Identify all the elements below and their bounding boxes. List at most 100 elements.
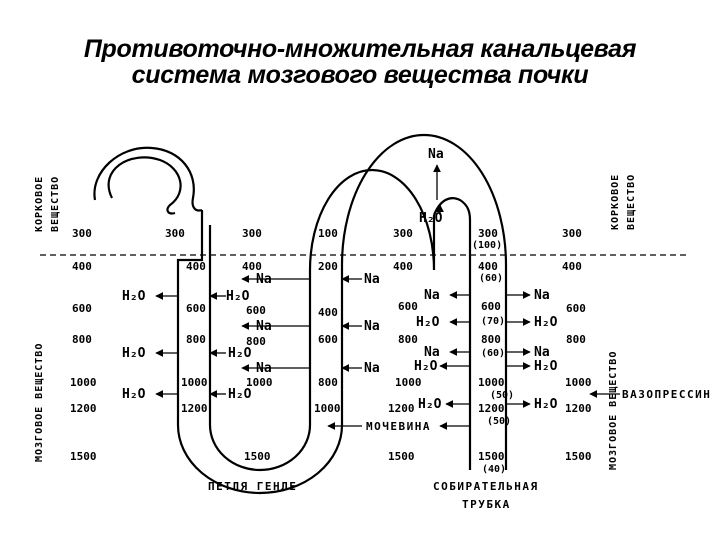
osmolarity-value: 400: [318, 306, 338, 319]
water-label: H₂O: [414, 359, 438, 374]
osmolarity-value: 1500: [70, 450, 97, 463]
osmolarity-value: 1500: [478, 450, 505, 463]
collecting-duct-label-2: ТРУБКА: [462, 498, 511, 511]
na-top-label: Na: [428, 147, 444, 162]
middle-interstitium-values: 300 400 600 800 1000 1200: [388, 227, 422, 415]
osmolarity-value: 600: [481, 300, 501, 313]
osmolarity-value: 1000: [314, 402, 341, 415]
water-efflux-descending: H₂O H₂O H₂O: [122, 289, 178, 402]
water-label: H₂O: [228, 387, 252, 402]
middle-bottom-value: 1500: [388, 450, 415, 463]
osmolarity-value: 600: [246, 304, 266, 317]
water-top-label: H₂O: [419, 211, 443, 226]
osmolarity-value: 1000: [246, 376, 273, 389]
osmolarity-value: 300: [478, 227, 498, 240]
osmolarity-value: 400: [478, 260, 498, 273]
osmolarity-value: 800: [246, 335, 266, 348]
cortex-left-label-1: КОРКОВОЕ: [34, 176, 45, 232]
na-label: Na: [424, 345, 440, 360]
osmolarity-value: 1200: [478, 402, 505, 415]
osmolarity-value: 800: [398, 333, 418, 346]
collecting-duct-label-1: СОБИРАТЕЛЬНАЯ: [433, 480, 539, 493]
water-label: H₂O: [534, 397, 558, 412]
cortex-right-label-2: ВЕЩЕСТВО: [626, 174, 637, 230]
osmolarity-value: 400: [186, 260, 206, 273]
na-label: Na: [364, 319, 380, 334]
osmolarity-value: 800: [72, 333, 92, 346]
duct-left-exchange: Na H₂O Na H₂O H₂O: [414, 288, 470, 412]
right-interstitium-values: 300 400 600 800 1000 1200 1500: [562, 227, 592, 463]
na-label: Na: [364, 272, 380, 287]
na-label: Na: [364, 361, 380, 376]
cortex-left-label-2: ВЕЩЕСТВО: [50, 176, 61, 232]
bowman-capsule: [107, 156, 182, 215]
na-label: Na: [424, 288, 440, 303]
loop-of-henle-inner: [208, 168, 436, 472]
na-label: Na: [534, 345, 550, 360]
cortex-right-label-1: КОРКОВОЕ: [610, 174, 621, 230]
osmolarity-value: 600: [186, 302, 206, 315]
osmolarity-value: 1500: [565, 450, 592, 463]
osmolarity-value: 400: [72, 260, 92, 273]
page-title-line-2: система мозгового вещества почки: [131, 61, 589, 89]
osmolarity-value: 800: [481, 333, 501, 346]
duct-right-exchange: Na H₂O Na H₂O H₂O: [506, 288, 558, 412]
osmolarity-paren-value: (60): [481, 348, 505, 359]
water-label: H₂O: [534, 315, 558, 330]
loop-of-henle-outer: [176, 133, 508, 495]
osmolarity-value: 300: [242, 227, 262, 240]
loop-bottom-value: 1500: [244, 450, 271, 463]
water-into-interstitium: H₂O H₂O H₂O: [209, 289, 252, 402]
osmolarity-value: 1000: [70, 376, 97, 389]
page-title-line-1: Противоточно-множительная канальцевая: [83, 35, 637, 63]
osmolarity-value: 1200: [388, 402, 415, 415]
osmolarity-value: 800: [566, 333, 586, 346]
osmolarity-value: 600: [72, 302, 92, 315]
medulla-left-label: МОЗГОВОЕ ВЕЩЕСТВО: [34, 343, 45, 462]
na-label: Na: [534, 288, 550, 303]
osmolarity-value: 1000: [395, 376, 422, 389]
osmolarity-value: 400: [242, 260, 262, 273]
descending-limb-values: 300 400 600 800 1000 1200: [165, 227, 208, 415]
water-label: H₂O: [122, 289, 146, 304]
osmolarity-value: 600: [318, 333, 338, 346]
osmolarity-value: 1200: [565, 402, 592, 415]
osmolarity-value: 1000: [565, 376, 592, 389]
water-label: H₂O: [418, 397, 442, 412]
osmolarity-value: 1000: [478, 376, 505, 389]
water-label: H₂O: [226, 289, 250, 304]
collecting-duct-values: 300 (100) 400 (60) 600 (70) 800 (60) 100…: [472, 227, 514, 475]
osmolarity-value: 300: [393, 227, 413, 240]
medulla-right-label: МОЗГОВОЕ ВЕЩЕСТВО: [608, 351, 619, 470]
tubule-walls: [93, 133, 508, 495]
left-interstitium-values: 300 400 600 800 1000 1200 1500: [70, 227, 97, 463]
water-label: H₂O: [534, 359, 558, 374]
osmolarity-value: 800: [318, 376, 338, 389]
osmolarity-value: 800: [186, 333, 206, 346]
ascending-limb-values: 100 200 400 600 800 1000: [314, 227, 341, 415]
osmolarity-value: 300: [165, 227, 185, 240]
osmolarity-value: 300: [72, 227, 92, 240]
urea-label: МОЧЕВИНА: [366, 420, 431, 433]
osmolarity-value: 400: [393, 260, 413, 273]
osmolarity-paren-value: (70): [481, 316, 505, 327]
descending-interstitium-values: 300 400 600 800 1000: [242, 227, 273, 389]
osmolarity-paren-value: (60): [479, 273, 503, 284]
osmolarity-paren-value: (100): [472, 240, 502, 251]
vasopressin-label: ВАЗОПРЕССИН: [622, 388, 711, 401]
osmolarity-value: 400: [562, 260, 582, 273]
na-efflux-ascending: Na Na Na Na Na Na: [241, 272, 380, 376]
osmolarity-paren-value: (50): [487, 416, 511, 427]
water-label: H₂O: [416, 315, 440, 330]
osmolarity-value: 100: [318, 227, 338, 240]
osmolarity-paren-value: (50): [490, 390, 514, 401]
loop-of-henle-label: ПЕТЛЯ ГЕНЛЕ: [208, 480, 297, 493]
osmolarity-value: 1200: [181, 402, 208, 415]
osmolarity-value: 600: [398, 300, 418, 313]
osmolarity-value: 200: [318, 260, 338, 273]
water-label: H₂O: [122, 346, 146, 361]
osmolarity-paren-value: (40): [482, 464, 506, 475]
osmolarity-value: 1200: [70, 402, 97, 415]
osmolarity-value: 1000: [181, 376, 208, 389]
water-label: H₂O: [228, 346, 252, 361]
